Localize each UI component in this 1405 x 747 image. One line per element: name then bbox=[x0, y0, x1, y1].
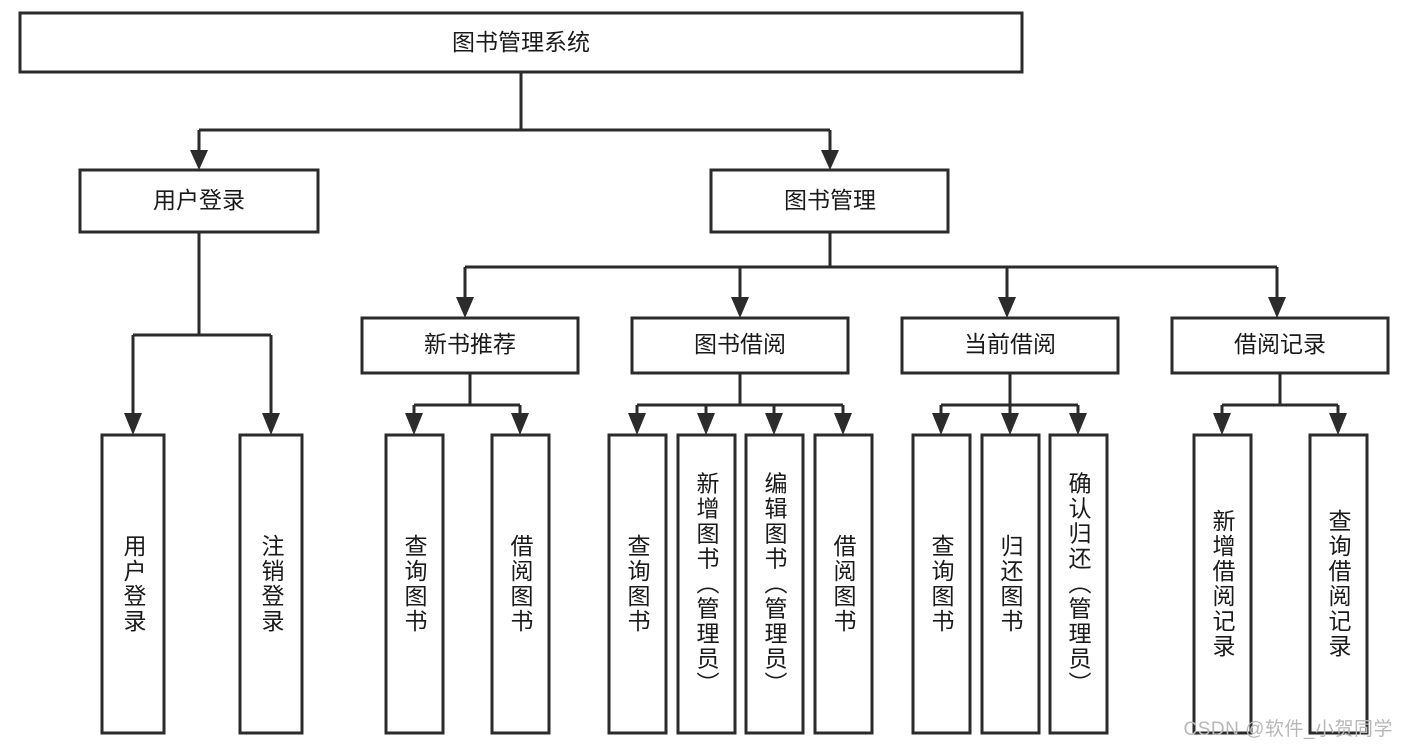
node-root[interactable]: 图书管理系统 bbox=[18, 11, 1024, 74]
arrow-head-leaf-query-record bbox=[1329, 413, 1347, 435]
leaf-node-query-record[interactable]: 查询借阅记录 bbox=[1308, 433, 1369, 735]
leaf-borrow-book-1-box[interactable] bbox=[490, 433, 551, 735]
leaf-query-book-2-box[interactable] bbox=[607, 433, 668, 735]
connectors-borrow-record-to-leaves bbox=[1213, 373, 1347, 435]
leaf-node-add-book[interactable]: 新增图书（管理员） bbox=[676, 433, 737, 735]
leaf-node-query-book-1[interactable]: 查询图书 bbox=[384, 433, 445, 735]
leaf-return-book-label: 归还图书 bbox=[997, 534, 1024, 634]
arrow-head-leaf-query-book-2 bbox=[628, 413, 646, 435]
node-user-login-box[interactable] bbox=[78, 168, 320, 234]
arrow-head-leaf-add-record bbox=[1213, 413, 1231, 435]
arrow-head-leaf-confirm-return bbox=[1069, 413, 1087, 435]
arrow-head-borrow-record bbox=[1268, 297, 1286, 318]
node-book-borrow-label: 图书借阅 bbox=[694, 331, 786, 357]
leaf-return-book-box[interactable] bbox=[980, 433, 1041, 735]
leaf-query-book-1-box[interactable] bbox=[384, 433, 445, 735]
leaf-node-add-record[interactable]: 新增借阅记录 bbox=[1192, 433, 1253, 735]
connectors-book-borrow-to-leaves bbox=[628, 373, 852, 435]
connectors-book-manage-to-level3 bbox=[456, 232, 1286, 318]
leaf-node-confirm-return[interactable]: 确认归还（管理员） bbox=[1048, 433, 1109, 735]
arrow-head-new-book-rec bbox=[456, 297, 474, 318]
leaf-borrow-book-1-label: 借阅图书 bbox=[507, 534, 534, 634]
leaf-edit-book-label: 编辑图书（管理员） bbox=[761, 472, 788, 697]
arrow-head-leaf-return-book bbox=[1001, 413, 1019, 435]
node-current-borrow-box[interactable] bbox=[900, 316, 1120, 375]
leaf-confirm-return-box[interactable] bbox=[1048, 433, 1109, 735]
leaf-query-book-1-label: 查询图书 bbox=[401, 534, 428, 634]
node-user-login[interactable]: 用户登录 bbox=[78, 168, 320, 234]
leaf-add-book-label: 新增图书（管理员） bbox=[693, 472, 720, 697]
leaf-query-book-2-label: 查询图书 bbox=[624, 534, 651, 634]
connectors-current-borrow-to-leaves bbox=[932, 373, 1087, 435]
node-book-manage-box[interactable] bbox=[709, 168, 950, 234]
leaf-node-borrow-book-1[interactable]: 借阅图书 bbox=[490, 433, 551, 735]
arrow-head-leaf-borrow-book-2 bbox=[834, 413, 852, 435]
connectors-new-book-rec-to-leaves bbox=[405, 373, 529, 435]
arrow-head-user-login bbox=[190, 150, 208, 170]
arrow-head-leaf-user-logout bbox=[262, 413, 280, 435]
connectors-user-login-to-leaves bbox=[124, 232, 280, 435]
node-borrow-record-box[interactable] bbox=[1170, 316, 1390, 375]
leaf-query-book-3-label: 查询图书 bbox=[928, 534, 955, 634]
node-book-borrow-box[interactable] bbox=[630, 316, 850, 375]
node-current-borrow[interactable]: 当前借阅 bbox=[900, 316, 1120, 375]
arrow-head-leaf-edit-book bbox=[765, 413, 783, 435]
leaf-add-book-box[interactable] bbox=[676, 433, 737, 735]
node-borrow-record-label: 借阅记录 bbox=[1234, 331, 1326, 357]
leaf-edit-book-box[interactable] bbox=[744, 433, 805, 735]
node-user-login-label: 用户登录 bbox=[153, 187, 245, 213]
leaf-confirm-return-label: 确认归还（管理员） bbox=[1065, 472, 1092, 697]
node-new-book-rec[interactable]: 新书推荐 bbox=[360, 316, 580, 375]
node-borrow-record[interactable]: 借阅记录 bbox=[1170, 316, 1390, 375]
leaf-user-logout-box[interactable] bbox=[238, 433, 304, 735]
leaf-user-logout-label: 注销登录 bbox=[258, 534, 285, 634]
node-book-manage[interactable]: 图书管理 bbox=[709, 168, 950, 234]
leaf-query-book-3-box[interactable] bbox=[911, 433, 972, 735]
connectors-root-to-level2 bbox=[190, 72, 839, 170]
leaf-user-login-box[interactable] bbox=[100, 433, 166, 735]
leaf-node-borrow-book-2[interactable]: 借阅图书 bbox=[813, 433, 874, 735]
arrow-head-current-borrow bbox=[998, 297, 1016, 318]
node-new-book-rec-label: 新书推荐 bbox=[424, 331, 516, 357]
arrow-head-leaf-query-book-1 bbox=[405, 413, 423, 435]
leaf-borrow-book-2-box[interactable] bbox=[813, 433, 874, 735]
arrow-head-book-manage bbox=[821, 150, 839, 170]
node-book-manage-label: 图书管理 bbox=[784, 187, 876, 213]
leaf-add-record-label: 新增借阅记录 bbox=[1209, 509, 1236, 659]
arrow-head-leaf-query-book-3 bbox=[932, 413, 950, 435]
arrow-head-leaf-user-login bbox=[124, 413, 142, 435]
leaf-node-edit-book[interactable]: 编辑图书（管理员） bbox=[744, 433, 805, 735]
leaf-add-record-box[interactable] bbox=[1192, 433, 1253, 735]
leaf-node-user-logout[interactable]: 注销登录 bbox=[238, 433, 304, 735]
arrow-head-leaf-add-book bbox=[697, 413, 715, 435]
leaf-borrow-book-2-label: 借阅图书 bbox=[830, 534, 857, 634]
node-new-book-rec-box[interactable] bbox=[360, 316, 580, 375]
node-root-label: 图书管理系统 bbox=[452, 29, 590, 55]
leaf-node-return-book[interactable]: 归还图书 bbox=[980, 433, 1041, 735]
node-current-borrow-label: 当前借阅 bbox=[964, 331, 1056, 357]
arrow-head-book-borrow bbox=[731, 297, 749, 318]
leaf-query-record-box[interactable] bbox=[1308, 433, 1369, 735]
leaf-user-login-label: 用户登录 bbox=[120, 534, 147, 634]
leaf-node-query-book-2[interactable]: 查询图书 bbox=[607, 433, 668, 735]
leaf-query-record-label: 查询借阅记录 bbox=[1325, 509, 1352, 659]
arrow-head-leaf-borrow-book-1 bbox=[511, 413, 529, 435]
leaf-node-query-book-3[interactable]: 查询图书 bbox=[911, 433, 972, 735]
node-root-box[interactable] bbox=[18, 11, 1024, 74]
leaf-node-user-login[interactable]: 用户登录 bbox=[100, 433, 166, 735]
node-book-borrow[interactable]: 图书借阅 bbox=[630, 316, 850, 375]
